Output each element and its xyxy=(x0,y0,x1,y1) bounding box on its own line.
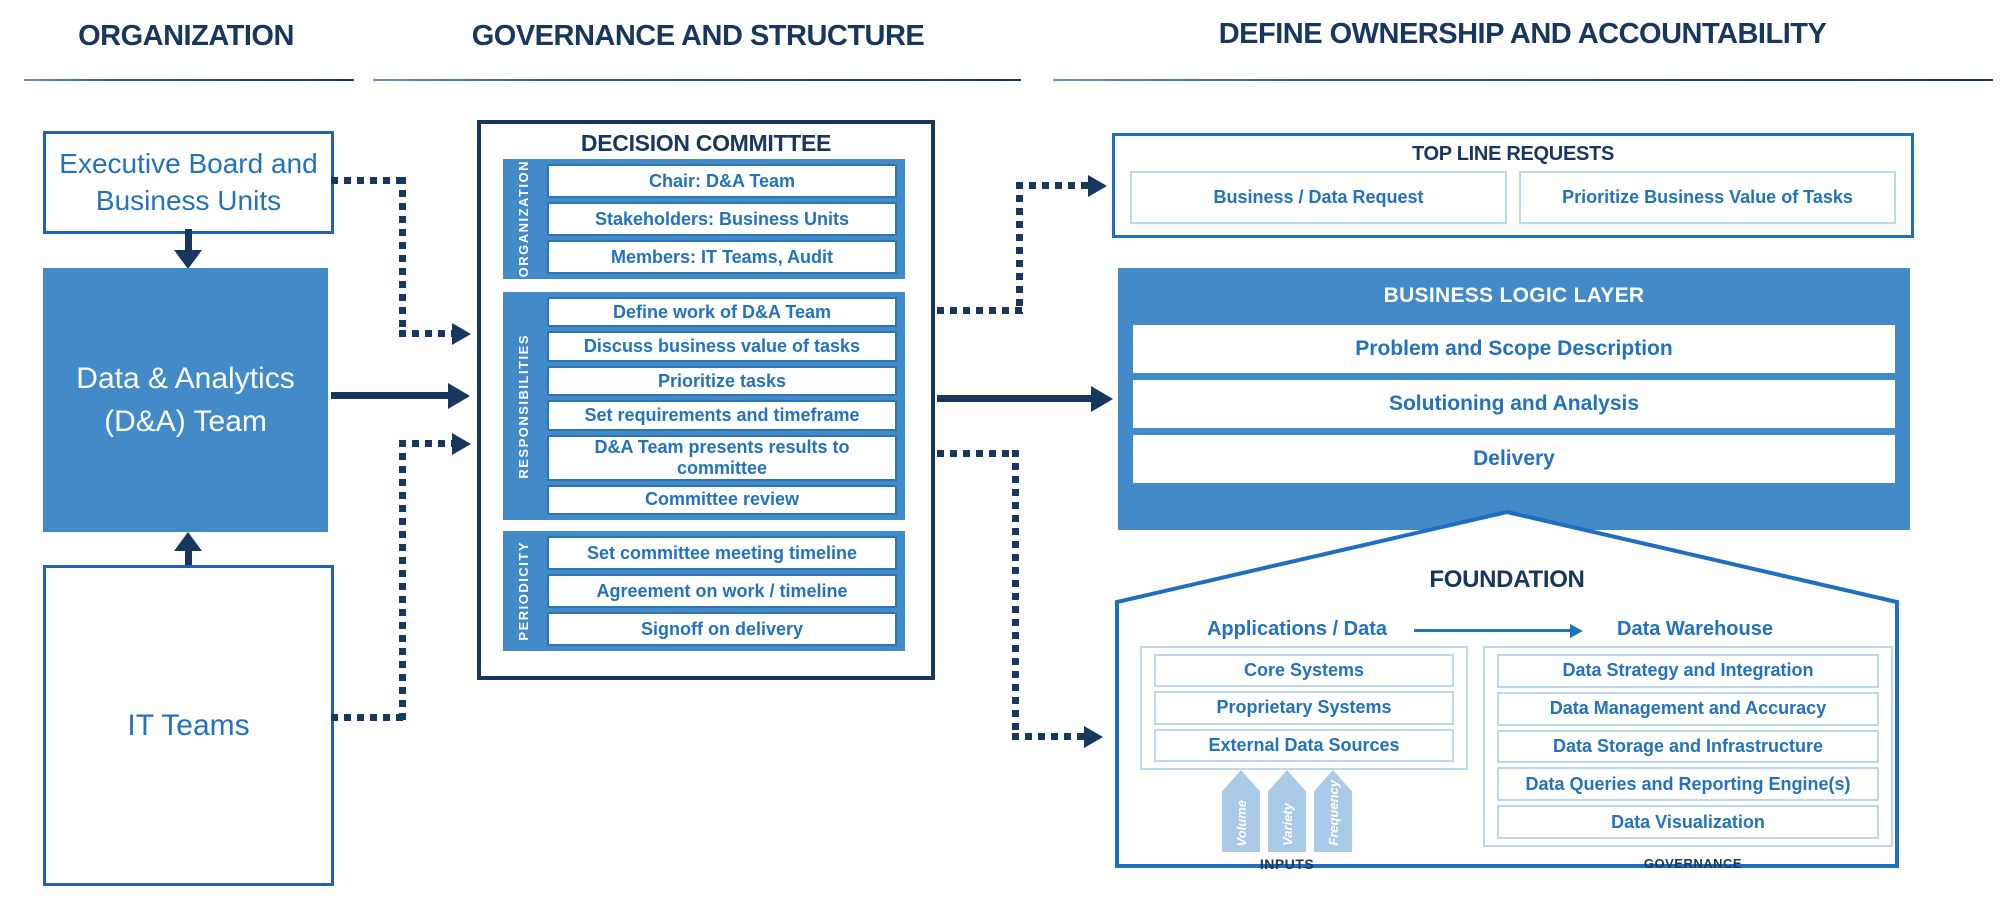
business-logic-layer-box: BUSINESS LOGIC LAYER Problem and Scope D… xyxy=(1118,268,1910,530)
section-underline xyxy=(24,79,354,81)
governance-caption: GOVERNANCE xyxy=(1643,856,1743,871)
solid-arrow-icon xyxy=(448,383,470,409)
connector-it-committee-h2 xyxy=(399,440,455,447)
governance-row: Data Strategy and Integration xyxy=(1497,654,1879,688)
input-arrow-frequency-label: Frequency xyxy=(1325,780,1341,846)
group-label-strip: RESPONSIBILITIES xyxy=(503,292,543,520)
business-logic-layer-title: BUSINESS LOGIC LAYER xyxy=(1383,284,1645,307)
connector-committee-foundation-h2 xyxy=(1012,733,1086,740)
business-logic-row: Problem and Scope Description xyxy=(1133,325,1895,373)
inputs-row: Proprietary Systems xyxy=(1154,691,1454,725)
group-label-strip: ORGANIZATION xyxy=(503,159,543,279)
committee-row: Agreement on work / timeline xyxy=(547,574,897,608)
section-title-ownership: DEFINE OWNERSHIP AND ACCOUNTABILITY xyxy=(1218,18,1827,50)
apps-to-warehouse-arrow-line xyxy=(1414,629,1572,632)
dna-team-box: Data & Analytics (D&A) Team xyxy=(43,268,328,532)
group-label-organization: ORGANIZATION xyxy=(515,160,531,278)
down-arrow-stem xyxy=(185,229,192,252)
connector-exec-committee-v xyxy=(399,177,406,334)
committee-group-responsibilities: RESPONSIBILITIES Define work of D&A Team… xyxy=(503,292,905,520)
inputs-caption: INPUTS xyxy=(1259,856,1315,872)
section-title-governance: GOVERNANCE AND STRUCTURE xyxy=(471,20,925,52)
it-teams-label: IT Teams xyxy=(127,708,250,742)
business-logic-row: Delivery xyxy=(1133,435,1895,483)
foundation-title: FOUNDATION xyxy=(1429,566,1585,593)
solid-arrow-icon xyxy=(1091,386,1113,412)
connector-committee-foundation-h1 xyxy=(937,450,1019,457)
committee-group-periodicity: PERIODICITY Set committee meeting timeli… xyxy=(503,531,905,651)
governance-row: Data Queries and Reporting Engine(s) xyxy=(1497,767,1879,802)
committee-row: Signoff on delivery xyxy=(547,612,897,646)
committee-row: Chair: D&A Team xyxy=(547,164,897,198)
inputs-row: External Data Sources xyxy=(1154,728,1454,762)
apps-to-warehouse-arrow-icon xyxy=(1570,624,1583,638)
connector-committee-tlr-h1 xyxy=(937,307,1022,314)
group-label-responsibilities: RESPONSIBILITIES xyxy=(515,333,531,479)
committee-row: Committee review xyxy=(547,484,897,516)
data-warehouse-label: Data Warehouse xyxy=(1617,618,1773,640)
it-teams-box: IT Teams xyxy=(43,565,334,886)
connector-committee-tlr-h2 xyxy=(1016,182,1090,189)
group-label-strip: PERIODICITY xyxy=(503,531,543,651)
committee-row: Prioritize tasks xyxy=(547,365,897,397)
input-arrow-variety-label: Variety xyxy=(1279,803,1295,846)
connector-dna-committee xyxy=(331,392,450,399)
group-label-periodicity: PERIODICITY xyxy=(515,541,531,641)
top-line-request-item: Business / Data Request xyxy=(1130,171,1507,224)
top-line-requests-title: TOP LINE REQUESTS xyxy=(1412,143,1614,165)
top-line-requests-box: TOP LINE REQUESTS Business / Data Reques… xyxy=(1112,133,1914,238)
connector-it-committee-h1 xyxy=(331,714,406,721)
dna-team-label: Data & Analytics (D&A) Team xyxy=(76,361,295,439)
applications-data-label: Applications / Data xyxy=(1206,618,1388,640)
decision-committee-title: DECISION COMMITTEE xyxy=(580,130,832,156)
governance-row: Data Management and Accuracy xyxy=(1497,691,1879,726)
committee-row: Stakeholders: Business Units xyxy=(547,202,897,236)
inputs-row: Core Systems xyxy=(1154,654,1454,688)
business-logic-row: Solutioning and Analysis xyxy=(1133,380,1895,428)
connector-it-committee-v xyxy=(399,440,406,721)
connector-committee-bll xyxy=(937,395,1093,402)
executive-board-label: Executive Board and Business Units xyxy=(59,147,318,216)
connector-exec-committee-h2 xyxy=(399,330,455,337)
up-arrow-icon xyxy=(174,532,202,551)
committee-row: D&A Team presents results to committee xyxy=(547,434,897,481)
down-arrow-icon xyxy=(174,250,202,269)
executive-board-box: Executive Board and Business Units xyxy=(43,131,334,234)
governance-row: Data Storage and Infrastructure xyxy=(1497,729,1879,764)
section-underline xyxy=(373,79,1021,81)
committee-row: Set committee meeting timeline xyxy=(547,536,897,570)
connector-committee-foundation-v xyxy=(1012,450,1019,740)
up-arrow-stem xyxy=(185,549,192,566)
input-arrow-volume-label: Volume xyxy=(1233,799,1249,846)
committee-row: Discuss business value of tasks xyxy=(547,331,897,362)
dotted-arrow-icon xyxy=(452,433,471,455)
committee-row: Members: IT Teams, Audit xyxy=(547,240,897,274)
dotted-arrow-icon xyxy=(1088,175,1107,197)
governance-row: Data Visualization xyxy=(1497,805,1879,839)
dotted-arrow-icon xyxy=(452,323,471,345)
section-title-organization: ORGANIZATION xyxy=(78,20,294,52)
connector-committee-tlr-v xyxy=(1016,182,1023,314)
dotted-arrow-icon xyxy=(1084,726,1103,748)
committee-row: Define work of D&A Team xyxy=(547,297,897,328)
section-underline xyxy=(1053,79,1993,81)
committee-row: Set requirements and timeframe xyxy=(547,400,897,431)
connector-exec-committee-h1 xyxy=(331,177,406,184)
top-line-request-item: Prioritize Business Value of Tasks xyxy=(1519,171,1896,224)
